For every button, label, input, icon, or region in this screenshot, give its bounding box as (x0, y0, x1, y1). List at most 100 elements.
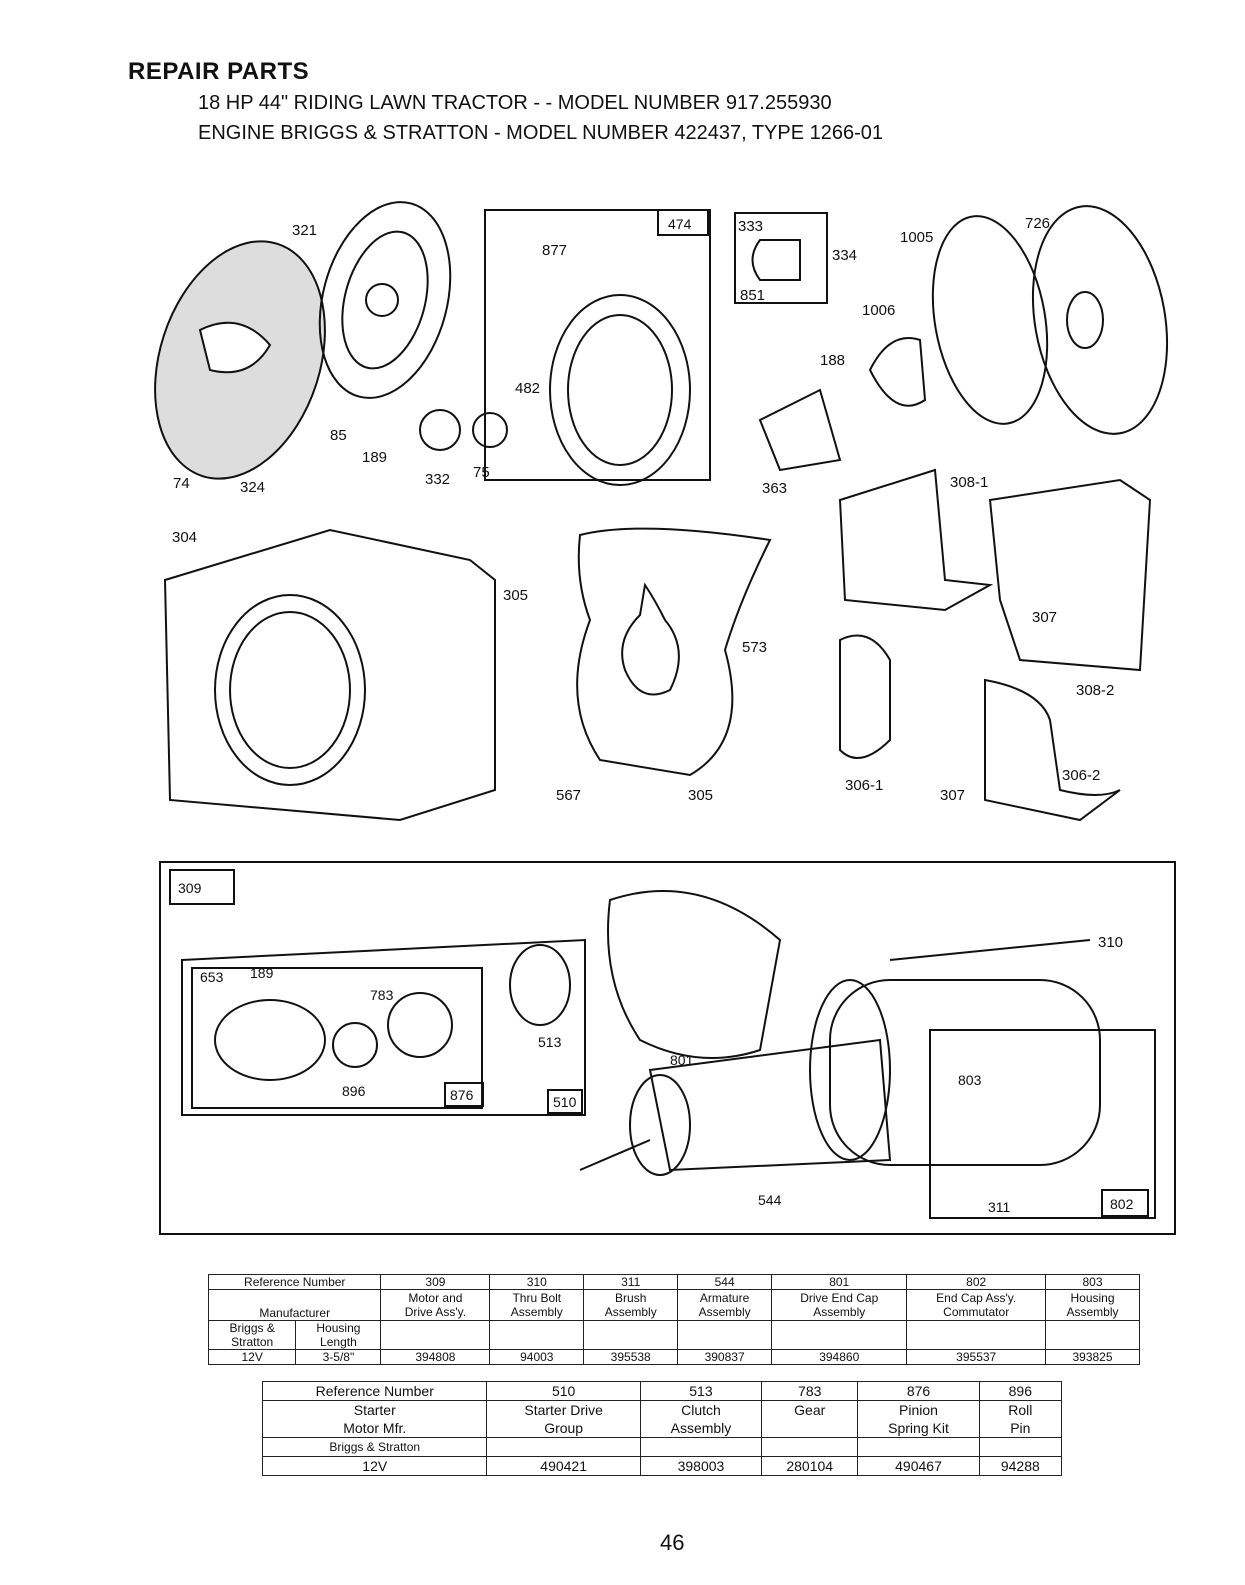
page-title: REPAIR PARTS (128, 58, 310, 85)
t1-desc-311: Brush Assembly (583, 1289, 679, 1321)
callout-306-1: 306-1 (845, 777, 883, 794)
callout-334: 334 (832, 247, 857, 264)
callout-363: 363 (762, 480, 787, 497)
callout-803: 803 (958, 1072, 982, 1088)
callout-308-2: 308-2 (1076, 682, 1114, 699)
t1-desc-801: Drive End Cap Assembly (771, 1289, 908, 1321)
t1-desc-803: Housing Assembly (1045, 1289, 1140, 1321)
t1-ref-544: 544 (677, 1274, 773, 1290)
callout-310: 310 (1098, 934, 1123, 951)
brand-header: Briggs & Stratton (207, 1320, 297, 1350)
callout-474: 474 (668, 216, 692, 232)
t1-part-803: 393825 (1045, 1349, 1140, 1365)
callout-75: 75 (473, 464, 490, 481)
callout-305-bottom: 305 (688, 787, 713, 804)
t1-part-801: 394860 (771, 1349, 908, 1365)
callout-851: 851 (740, 287, 765, 304)
callout-308-1: 308-1 (950, 474, 988, 491)
callout-305-top: 305 (503, 587, 528, 604)
callout-74: 74 (173, 475, 190, 492)
callout-307-bottom: 307 (940, 787, 965, 804)
t1-part-310: 94003 (489, 1349, 585, 1365)
housing-length-cell: 3-5/8" (295, 1349, 382, 1365)
t2-voltage: 12V (261, 1456, 488, 1476)
t2-part-510: 490421 (486, 1456, 641, 1476)
t1-desc-802: End Cap Ass'y. Commutator (906, 1289, 1046, 1321)
t2-ref-510: 510 (486, 1381, 641, 1401)
callout-321: 321 (292, 222, 317, 239)
callout-306-2: 306-2 (1062, 767, 1100, 784)
t2-desc-513: Clutch Assembly (639, 1400, 763, 1438)
t1-desc-310: Thru Bolt Assembly (489, 1289, 585, 1321)
callout-801: 801 (670, 1052, 694, 1068)
t2-ref-513: 513 (639, 1381, 763, 1401)
callout-726: 726 (1025, 215, 1050, 232)
callout-896: 896 (342, 1083, 366, 1099)
callout-333: 333 (738, 218, 763, 235)
callout-1006: 1006 (862, 302, 895, 319)
callout-304: 304 (172, 529, 197, 546)
callout-324: 324 (240, 479, 265, 496)
exploded-parts-diagram: 321 474 877 333 334 1005 726 851 1006 18… (154, 201, 1176, 1235)
fan-drawing (318, 201, 452, 399)
callout-510: 510 (553, 1094, 577, 1110)
starter-drive-table: Reference Number 510 513 783 876 896 Sta… (261, 1381, 1063, 1476)
ref-number-label: Reference Number (207, 1274, 382, 1290)
t1-part-311: 395538 (583, 1349, 679, 1365)
callout-802: 802 (1110, 1196, 1134, 1212)
callout-85: 85 (330, 427, 347, 444)
flywheel-housing-box (484, 209, 711, 481)
t1-ref-309: 309 (380, 1274, 491, 1290)
callout-482: 482 (515, 380, 540, 397)
callout-188: 188 (820, 352, 845, 369)
page-number: 46 (660, 1530, 685, 1555)
t1-ref-311: 311 (583, 1274, 679, 1290)
t1-part-802: 395537 (906, 1349, 1046, 1365)
t2-desc-783: Gear (761, 1400, 859, 1438)
t2-ref-783: 783 (761, 1381, 859, 1401)
t2-ref-896: 896 (978, 1381, 1063, 1401)
callout-513: 513 (538, 1034, 562, 1050)
callout-189-starter: 189 (250, 965, 274, 981)
callout-332: 332 (425, 471, 450, 488)
t2-desc-876: Pinion Spring Kit (857, 1400, 980, 1438)
t1-part-544: 390837 (677, 1349, 773, 1365)
blower-housing-drawing (163, 528, 496, 822)
t1-part-309: 394808 (380, 1349, 491, 1365)
t2-ref-876: 876 (857, 1381, 980, 1401)
t1-desc-544: Armature Assembly (677, 1289, 773, 1321)
starter-parts-table: Reference Number 309 310 311 544 801 802… (207, 1274, 1140, 1365)
callout-567: 567 (556, 787, 581, 804)
t2-part-783: 280104 (761, 1456, 859, 1476)
callout-307-top: 307 (1032, 609, 1057, 626)
t2-ref-label: Reference Number (261, 1381, 488, 1401)
callout-311: 311 (988, 1199, 1011, 1215)
model-line: 18 HP 44" RIDING LAWN TRACTOR - - MODEL … (198, 92, 832, 114)
voltage-cell: 12V (207, 1349, 297, 1365)
callout-573: 573 (742, 639, 767, 656)
starter-motor-frame (159, 861, 1176, 1235)
t2-desc-510: Starter Drive Group (486, 1400, 641, 1438)
callout-877: 877 (542, 242, 567, 259)
callout-309: 309 (178, 880, 202, 896)
baffle-drawing (576, 527, 772, 777)
callout-653: 653 (200, 969, 224, 985)
callout-189-top: 189 (362, 449, 387, 466)
t2-part-896: 94288 (978, 1456, 1063, 1476)
t1-ref-801: 801 (771, 1274, 908, 1290)
t1-ref-310: 310 (489, 1274, 585, 1290)
manufacturer-label: Manufacturer (207, 1289, 382, 1321)
t2-mfr-label: Starter Motor Mfr. (261, 1400, 488, 1438)
housing-length-header: Housing Length (295, 1320, 382, 1350)
t2-part-876: 490467 (857, 1456, 980, 1476)
t2-desc-896: Roll Pin (978, 1400, 1063, 1438)
engine-line: ENGINE BRIGGS & STRATTON - MODEL NUMBER … (198, 122, 884, 144)
t2-part-513: 398003 (639, 1456, 763, 1476)
callout-783: 783 (370, 987, 394, 1003)
t1-ref-802: 802 (906, 1274, 1046, 1290)
callout-544: 544 (758, 1192, 782, 1208)
t1-ref-803: 803 (1045, 1274, 1140, 1290)
callout-1005: 1005 (900, 229, 933, 246)
callout-876: 876 (450, 1087, 474, 1103)
t1-desc-309: Motor and Drive Ass'y. (380, 1289, 491, 1321)
